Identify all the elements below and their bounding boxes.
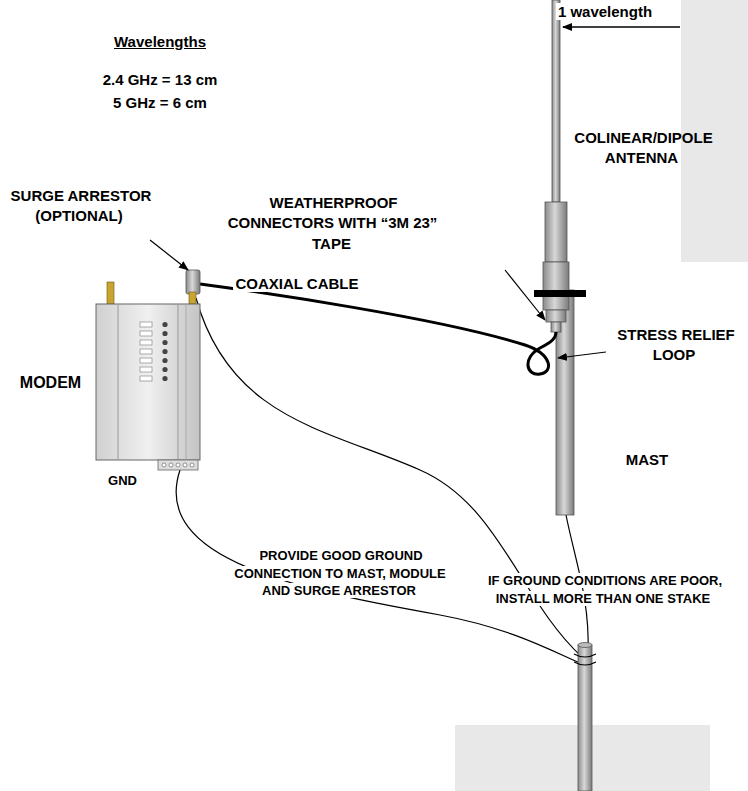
surge-arrestor bbox=[186, 270, 200, 294]
modem bbox=[96, 282, 200, 470]
note-label: PROVIDE GOOD GROUND CONNECTION TO MAST, … bbox=[222, 547, 458, 600]
part-label: MAST bbox=[612, 450, 682, 470]
dimension-label: 1 wavelength bbox=[540, 2, 670, 22]
leader-arrow bbox=[558, 352, 606, 358]
wavelength-value: 5 GHz = 6 cm bbox=[70, 93, 250, 113]
antenna-rod bbox=[552, 0, 560, 202]
leader-arrow bbox=[150, 240, 188, 270]
wire-wrap bbox=[574, 654, 596, 665]
wavelength-value: 2.4 GHz = 13 cm bbox=[70, 70, 250, 90]
part-label: MODEM bbox=[8, 372, 93, 394]
mast-clamp bbox=[534, 290, 586, 297]
part-label: COLINEAR/DIPOLE ANTENNA bbox=[560, 128, 725, 169]
coaxial-cable bbox=[200, 284, 556, 374]
leader-arrow bbox=[505, 270, 545, 320]
modem-leds bbox=[140, 322, 194, 467]
ground-wire bbox=[176, 470, 582, 664]
connector bbox=[551, 322, 561, 332]
pin-label: GND bbox=[100, 472, 145, 490]
antenna-base bbox=[545, 202, 567, 262]
title-label: Wavelengths bbox=[95, 32, 225, 52]
ground-stake bbox=[578, 645, 592, 791]
wavelength-arrow bbox=[563, 26, 680, 28]
note-label: IF GROUND CONDITIONS ARE POOR, INSTALL M… bbox=[464, 572, 744, 607]
callout-label: WEATHERPROOF CONNECTORS WITH “3M 23” TAP… bbox=[225, 193, 440, 254]
callout-label: SURGE ARRESTOR (OPTIONAL) bbox=[5, 186, 155, 227]
part-label: COAXIAL CABLE bbox=[212, 274, 382, 294]
callout-label: STRESS RELIEF LOOP bbox=[610, 325, 740, 366]
